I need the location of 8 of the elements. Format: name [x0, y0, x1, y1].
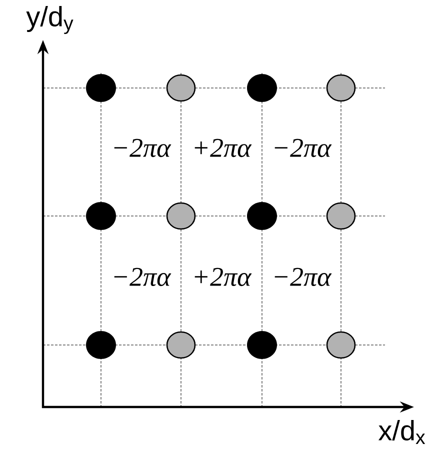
axis-label: y/d$_{y}$	[26, 6, 74, 34]
flux-label: +2πα	[194, 138, 252, 158]
flux-label: +2πα	[194, 268, 252, 286]
flux-label: −2πα	[114, 268, 172, 286]
flux-label: −2πα	[114, 138, 172, 158]
axis-label: x/d$_{x}$	[378, 420, 426, 444]
flux-label: −2πα	[274, 268, 332, 286]
flux-label: −2πα	[274, 138, 332, 158]
